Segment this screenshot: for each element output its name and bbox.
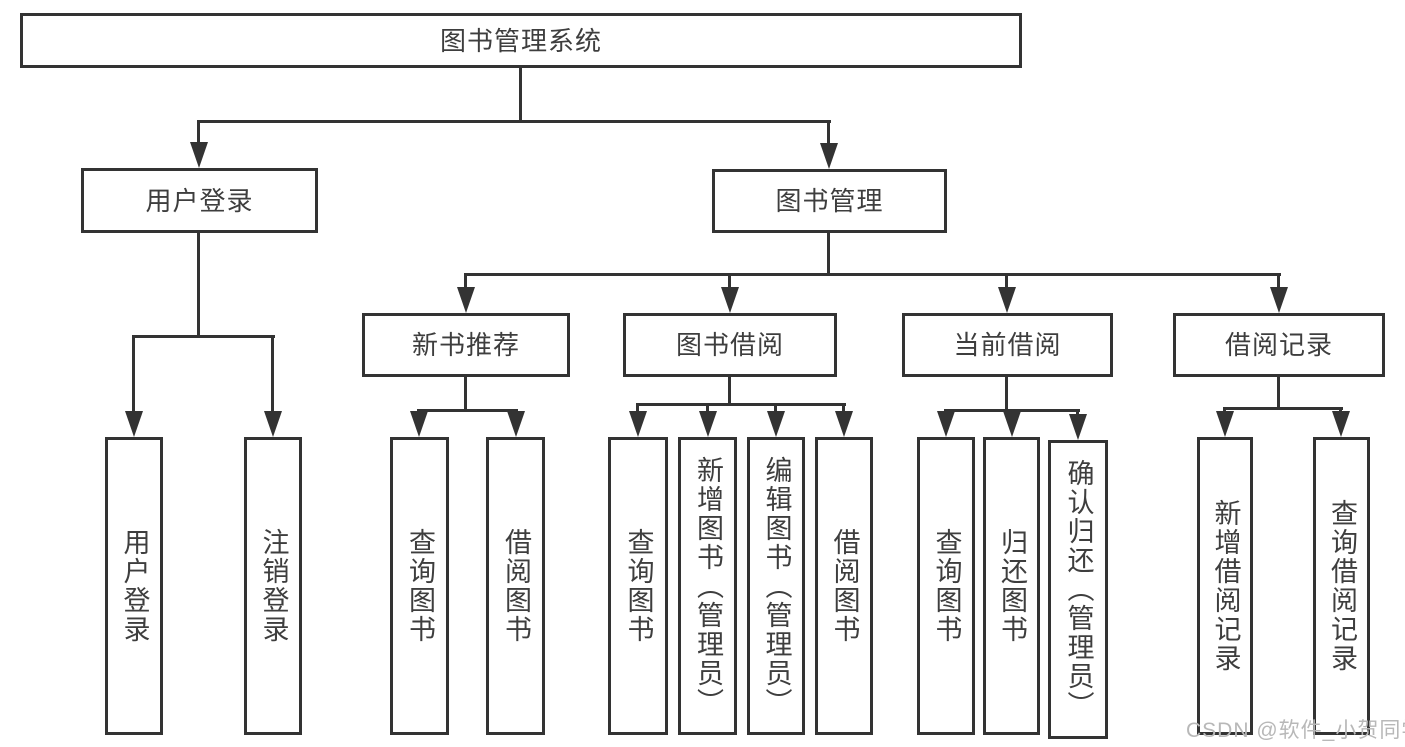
arrowhead-icon xyxy=(820,143,838,169)
leaf-confirm-return-admin: 确认归还（管理员） xyxy=(1048,440,1108,739)
connector-line xyxy=(827,233,830,276)
connector-line xyxy=(1005,377,1008,412)
leaf-borrow-book-1: 借阅图书 xyxy=(486,437,545,735)
leaf-label: 注销登录 xyxy=(258,528,289,644)
leaf-return-book: 归还图书 xyxy=(983,437,1040,735)
arrowhead-icon xyxy=(767,411,785,437)
leaf-label: 查询借阅记录 xyxy=(1327,499,1357,673)
arrowhead-icon xyxy=(457,287,475,313)
arrowhead-icon xyxy=(1270,287,1288,313)
leaf-query-borrow-record: 查询借阅记录 xyxy=(1313,437,1370,735)
connector-line xyxy=(1277,273,1280,291)
arrowhead-icon xyxy=(721,287,739,313)
arrowhead-icon xyxy=(507,411,525,437)
node-label: 用户登录 xyxy=(145,185,254,216)
leaf-label: 查询图书 xyxy=(931,528,962,644)
connector-line xyxy=(132,335,135,421)
leaf-query-book-2: 查询图书 xyxy=(608,437,668,735)
arrowhead-icon xyxy=(264,411,282,437)
connector-line xyxy=(728,273,731,291)
leaf-logout: 注销登录 xyxy=(244,437,302,735)
leaf-label: 新增借阅记录 xyxy=(1210,499,1241,673)
arrowhead-icon xyxy=(125,411,143,437)
leaf-edit-book-admin: 编辑图书（管理员） xyxy=(747,437,805,735)
arrowhead-icon xyxy=(1216,411,1234,437)
connector-line xyxy=(465,273,1281,276)
connector-line xyxy=(133,335,275,338)
leaf-add-borrow-record: 新增借阅记录 xyxy=(1197,437,1253,735)
connector-line xyxy=(464,273,467,291)
leaf-label: 借阅图书 xyxy=(501,528,531,644)
arrowhead-icon xyxy=(1332,411,1350,437)
arrowhead-icon xyxy=(835,411,853,437)
leaf-user-login: 用户登录 xyxy=(105,437,163,735)
node-label: 图书借阅 xyxy=(675,330,784,360)
leaf-label: 确认归还（管理员） xyxy=(1063,459,1094,720)
leaf-borrow-book-2: 借阅图书 xyxy=(815,437,873,735)
arrowhead-icon xyxy=(937,411,955,437)
node-label: 图书管理 xyxy=(775,186,884,216)
connector-line xyxy=(271,335,274,421)
connector-line xyxy=(198,120,831,123)
arrowhead-icon xyxy=(699,411,717,437)
leaf-label: 借阅图书 xyxy=(829,528,860,644)
node-user-login: 用户登录 xyxy=(81,168,318,233)
connector-line xyxy=(519,68,522,121)
csdn-watermark: CSDN @软件_小贺同学 xyxy=(1186,719,1405,742)
connector-line xyxy=(637,403,846,406)
arrowhead-icon xyxy=(410,411,428,437)
node-book-borrow: 图书借阅 xyxy=(623,313,837,377)
connector-line xyxy=(197,233,200,338)
leaf-label: 归还图书 xyxy=(997,528,1027,644)
connector-line xyxy=(197,120,200,152)
connector-line xyxy=(827,120,830,152)
connector-line xyxy=(464,377,467,412)
node-label: 新书推荐 xyxy=(411,330,520,360)
leaf-add-book-admin: 新增图书（管理员） xyxy=(678,437,737,735)
node-new-book-recommend: 新书推荐 xyxy=(362,313,570,377)
leaf-label: 新增图书（管理员） xyxy=(693,455,723,717)
connector-line xyxy=(418,409,518,412)
node-label: 借阅记录 xyxy=(1224,330,1333,360)
leaf-label: 查询图书 xyxy=(405,528,435,644)
connector-line xyxy=(1277,377,1280,410)
leaf-label: 用户登录 xyxy=(119,528,150,644)
arrowhead-icon xyxy=(1069,414,1087,440)
leaf-query-book-1: 查询图书 xyxy=(390,437,449,735)
leaf-label: 编辑图书（管理员） xyxy=(761,455,792,717)
connector-line xyxy=(1224,407,1343,410)
arrowhead-icon xyxy=(629,411,647,437)
leaf-label: 查询图书 xyxy=(623,528,654,644)
leaf-query-book-3: 查询图书 xyxy=(917,437,975,735)
connector-line xyxy=(728,377,731,406)
node-current-borrow: 当前借阅 xyxy=(902,313,1113,377)
arrowhead-icon xyxy=(190,142,208,168)
arrowhead-icon xyxy=(998,287,1016,313)
arrowhead-icon xyxy=(1003,411,1021,437)
node-label: 当前借阅 xyxy=(953,330,1062,360)
connector-line xyxy=(1005,273,1008,291)
node-label: 图书管理系统 xyxy=(439,25,602,56)
node-borrow-records: 借阅记录 xyxy=(1173,313,1385,377)
node-library-system: 图书管理系统 xyxy=(20,13,1022,68)
node-book-management: 图书管理 xyxy=(712,169,947,233)
